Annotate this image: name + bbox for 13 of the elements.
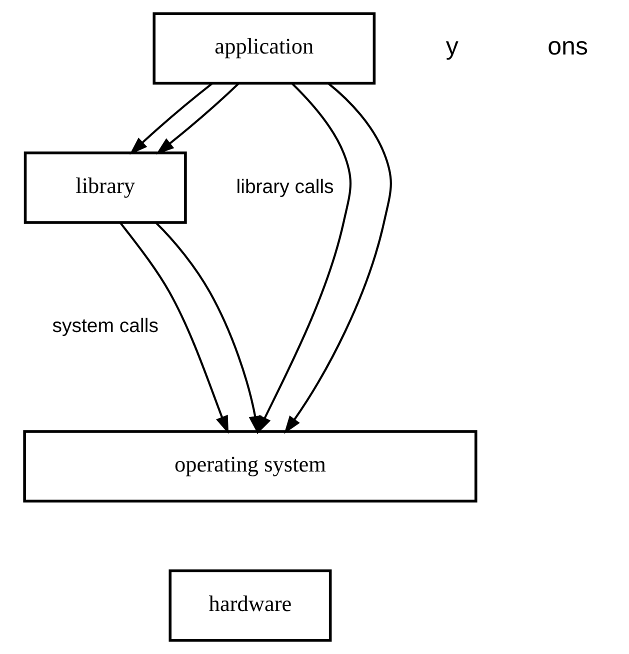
- arrow: [154, 222, 261, 434]
- label: system calls: [52, 315, 158, 338]
- label: y: [445, 32, 458, 61]
- label: library calls: [236, 176, 334, 198]
- node-box: hardware: [168, 569, 332, 642]
- arrow: [119, 222, 228, 434]
- arrow: [155, 82, 239, 154]
- arrow: [129, 82, 212, 155]
- node-box: operating system: [22, 430, 477, 503]
- label: ons: [547, 32, 588, 61]
- arrow: [284, 82, 392, 434]
- node-box: application: [152, 12, 376, 85]
- node-box: library: [23, 151, 186, 224]
